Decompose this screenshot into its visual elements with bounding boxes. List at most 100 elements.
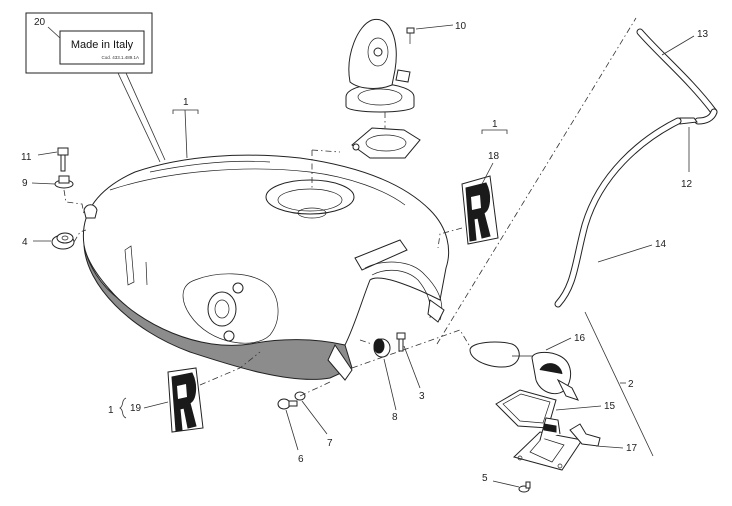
breather-hose-14: 14 (554, 117, 682, 308)
plate-to-tank-leader-a (117, 72, 161, 163)
callout-5-leader (492, 480, 520, 488)
callout-1-bracket (172, 109, 199, 114)
tank-filler-opening-outer (265, 179, 355, 215)
callout-11: 11 (21, 152, 32, 163)
callout-2: 2 (628, 379, 634, 390)
screw-6-shank (288, 400, 298, 407)
callout-15: 15 (604, 401, 616, 412)
callout-14-leader (597, 244, 653, 263)
hose-14-outline (554, 117, 682, 308)
callout-7-leader (301, 400, 328, 435)
lower-mount-hardware: 6 7 (277, 381, 333, 465)
grommet-4-top (56, 232, 74, 244)
tank-mount-hole-lower (223, 330, 235, 342)
lower-mount-assembly-line (299, 381, 331, 397)
callout-1b: 1 (492, 119, 498, 130)
tank-side-boss (207, 291, 237, 327)
hose-13-fill (637, 29, 717, 115)
filler-cap-hinge (395, 69, 411, 83)
pump-bracket (556, 378, 579, 401)
plate-label (59, 30, 145, 65)
filler-cap-lid (348, 18, 397, 89)
pump-outlet-pipe (569, 423, 601, 447)
tank-lower-mount (327, 343, 353, 381)
callout-13: 13 (697, 29, 709, 40)
bolt-3-head (396, 332, 406, 340)
tank-side-panel (182, 273, 279, 344)
callout-16: 16 (574, 333, 586, 344)
callout-19: 19 (130, 403, 142, 414)
cap-assembly-line-b (311, 149, 341, 153)
grommet-4-hole (61, 235, 69, 241)
callout-20: 20 (34, 17, 46, 28)
front-mount-hardware: 11 9 4 (21, 147, 87, 250)
plate-text: Made in Italy (71, 39, 134, 51)
filler-gasket-plate (351, 127, 421, 159)
tank-tunnel-edge (364, 261, 443, 321)
callout-7: 7 (327, 438, 333, 449)
callout-2-bracket (584, 311, 654, 457)
tank-mount-hole-upper (232, 282, 244, 294)
hose-13-end-fill (695, 109, 717, 124)
fuel-pump-group: 16 15 17 2 5 (469, 311, 654, 493)
pump-float (469, 341, 520, 368)
callout-1-decal-bracket (481, 129, 508, 134)
pump-flange-17 (513, 431, 583, 471)
pump-assembly-line (351, 329, 473, 369)
callout-17: 17 (626, 443, 638, 454)
callout-14: 14 (655, 239, 667, 250)
decal-19: 1 19 (108, 351, 261, 433)
breather-hose-13: 13 (636, 28, 718, 125)
pump-motor-shade (539, 363, 563, 375)
callout-20-leader (47, 26, 61, 39)
filler-gasket-bolt (352, 143, 360, 151)
filler-cap-inner (357, 88, 403, 106)
callout-3-leader (403, 345, 421, 389)
tank-rear-tab (427, 299, 445, 323)
tank-side-slot (124, 245, 135, 286)
hose-fitting-12: 12 (679, 117, 698, 190)
filler-gasket (351, 127, 421, 159)
grommet-8-shade (373, 338, 385, 354)
screw-5-shank (525, 481, 531, 489)
callout-19-brace (119, 397, 127, 419)
callout-10: 10 (455, 21, 467, 32)
pump-connector-shade (543, 423, 557, 433)
tank-crown-line (109, 168, 406, 206)
front-mount-assembly-line (63, 189, 85, 215)
tank-top-highlight (149, 160, 271, 173)
filler-cap-lock (367, 37, 389, 67)
callout-15-leader (555, 405, 602, 411)
fitting-12-body (679, 117, 698, 125)
tank-front-tab (83, 204, 98, 219)
callout-18: 18 (488, 151, 500, 162)
bolt-11-head (57, 147, 69, 156)
hose-14-fill (555, 118, 681, 307)
callout-11-leader (37, 151, 58, 156)
callout-1-leader (184, 109, 188, 159)
decal-19-counter (177, 384, 187, 399)
decal-18-counter (471, 195, 481, 210)
filler-cap-assembly: 10 (345, 18, 467, 113)
callout-18-leader (481, 162, 494, 185)
callout-8-leader (383, 358, 397, 411)
callout-12: 12 (681, 179, 693, 190)
plate-code: Cod. 433.1.489.1A (101, 55, 139, 60)
callout-4: 4 (22, 237, 28, 248)
fuel-tank (82, 154, 450, 381)
flange-hole-b (557, 463, 563, 469)
tank-rear-bracket (354, 239, 408, 271)
tank-body (82, 154, 450, 346)
callout-1a: 1 (183, 97, 189, 108)
bolt-11-shank (60, 154, 66, 172)
pump-flange-recess (529, 437, 565, 463)
tank-side-boss-inner (214, 299, 230, 319)
plate-to-tank-leader-b (125, 72, 166, 161)
hose-assembly-line (436, 17, 637, 345)
flange-hole-a (517, 455, 523, 461)
screw-6-head (277, 398, 291, 410)
rear-grommet-assembly-line (359, 339, 373, 345)
callout-10-leader (415, 24, 454, 30)
callout-16-leader (545, 337, 572, 351)
